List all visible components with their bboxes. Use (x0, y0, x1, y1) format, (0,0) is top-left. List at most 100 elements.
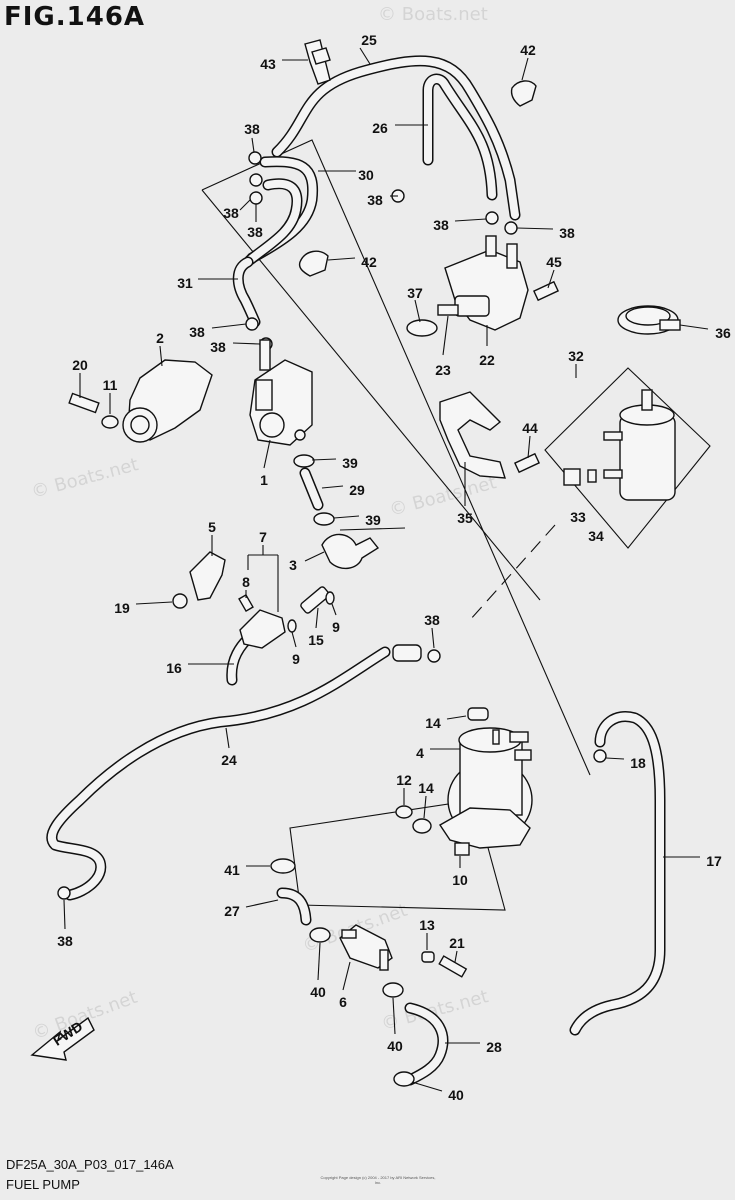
callout-9[interactable]: 9 (332, 619, 340, 635)
callout-1[interactable]: 1 (260, 472, 268, 488)
callout-42[interactable]: 42 (361, 254, 377, 270)
hose-25-inner (273, 56, 519, 219)
part-7-fitting (238, 593, 286, 649)
callout-38[interactable]: 38 (57, 933, 73, 949)
callout-21[interactable]: 21 (449, 935, 465, 951)
hose-31-inner (234, 258, 259, 326)
callout-40[interactable]: 40 (310, 984, 326, 1000)
callout-20[interactable]: 20 (72, 357, 88, 373)
callout-28[interactable]: 28 (486, 1039, 502, 1055)
callout-22[interactable]: 22 (479, 352, 495, 368)
figure-name: FUEL PUMP (6, 1177, 80, 1192)
callout-5[interactable]: 5 (208, 519, 216, 535)
callout-27[interactable]: 27 (224, 903, 240, 919)
figure-title: FIG.146A (4, 2, 146, 32)
hose-clamp-43 (304, 39, 331, 85)
callout-3[interactable]: 3 (289, 557, 297, 573)
callout-14[interactable]: 14 (425, 715, 441, 731)
callout-4[interactable]: 4 (416, 745, 424, 761)
forward-direction-arrow (30, 1016, 95, 1061)
hose-29-inner (301, 469, 322, 509)
callout-23[interactable]: 23 (435, 362, 451, 378)
callout-37[interactable]: 37 (407, 285, 423, 301)
assembly-outline-line (339, 527, 406, 531)
callout-8[interactable]: 8 (242, 574, 250, 590)
callout-38[interactable]: 38 (244, 121, 260, 137)
callout-15[interactable]: 15 (308, 632, 324, 648)
part-32-fuel-filter (563, 389, 676, 501)
callout-36[interactable]: 36 (715, 325, 731, 341)
callout-38[interactable]: 38 (367, 192, 383, 208)
watermark-text: © Boats.net (378, 4, 488, 25)
bolt-45 (532, 280, 560, 302)
hose-27-inner (278, 889, 310, 924)
nut-19 (172, 593, 188, 609)
bolt-21 (438, 955, 468, 978)
callout-38[interactable]: 38 (223, 205, 239, 221)
callout-41[interactable]: 41 (224, 862, 240, 878)
callout-6[interactable]: 6 (339, 994, 347, 1010)
callout-11[interactable]: 11 (103, 377, 118, 393)
callout-35[interactable]: 35 (457, 510, 473, 526)
callout-38[interactable]: 38 (433, 217, 449, 233)
callout-32[interactable]: 32 (568, 348, 584, 364)
callout-25[interactable]: 25 (361, 32, 377, 48)
callout-38[interactable]: 38 (247, 224, 263, 240)
part-22-vapor-separator (406, 235, 529, 337)
callout-7[interactable]: 7 (259, 529, 267, 545)
callout-12[interactable]: 12 (396, 772, 412, 788)
bolt-10 (454, 842, 470, 856)
callout-31[interactable]: 31 (177, 275, 193, 291)
callout-14[interactable]: 14 (418, 780, 434, 796)
pump-mount-outline (289, 799, 506, 911)
hose-30-branch-inner (246, 179, 301, 264)
callout-40[interactable]: 40 (387, 1038, 403, 1054)
callout-30[interactable]: 30 (358, 167, 374, 183)
callout-leader-lines (63, 47, 709, 1092)
hose-28-inner (406, 1004, 447, 1084)
callout-13[interactable]: 13 (419, 917, 435, 933)
callout-38[interactable]: 38 (424, 612, 440, 628)
callout-39[interactable]: 39 (365, 512, 381, 528)
hose-26-inner (424, 75, 496, 199)
callout-18[interactable]: 18 (630, 755, 646, 771)
callout-9[interactable]: 9 (292, 651, 300, 667)
copyright-notice: Copyright Page design (c) 2004 - 2017 by… (320, 1175, 436, 1185)
hose-clamp-42 (510, 80, 537, 107)
callout-17[interactable]: 17 (706, 853, 722, 869)
callout-38[interactable]: 38 (210, 339, 226, 355)
callout-10[interactable]: 10 (452, 872, 468, 888)
callout-38[interactable]: 38 (189, 324, 205, 340)
bolt-20 (68, 392, 100, 414)
bolt-44 (513, 452, 541, 474)
part-5-bracket (189, 551, 226, 601)
hose-24-inner (47, 648, 389, 899)
callout-29[interactable]: 29 (349, 482, 365, 498)
hose-clip-39 (293, 454, 335, 526)
hose-clamp-42-lower (298, 250, 329, 277)
callout-38[interactable]: 38 (559, 225, 575, 241)
callout-33[interactable]: 33 (570, 509, 586, 525)
part-15-fitting (287, 586, 335, 633)
callout-45[interactable]: 45 (546, 254, 562, 270)
part-4-fuel-pump (395, 707, 533, 849)
callout-19[interactable]: 19 (114, 600, 130, 616)
callout-26[interactable]: 26 (372, 120, 388, 136)
callout-43[interactable]: 43 (260, 56, 276, 72)
hose-clamp-36 (617, 305, 681, 335)
callout-2[interactable]: 2 (156, 330, 164, 346)
callout-24[interactable]: 24 (221, 752, 237, 768)
part-2-manifold (122, 359, 213, 443)
callout-42[interactable]: 42 (520, 42, 536, 58)
callout-16[interactable]: 16 (166, 660, 182, 676)
assembly-outline-line (201, 139, 591, 776)
callout-34[interactable]: 34 (588, 528, 604, 544)
callout-40[interactable]: 40 (448, 1087, 464, 1103)
callout-44[interactable]: 44 (522, 420, 538, 436)
part-3-joint (321, 533, 380, 569)
callout-39[interactable]: 39 (342, 455, 358, 471)
filter-inset-box (544, 367, 711, 549)
